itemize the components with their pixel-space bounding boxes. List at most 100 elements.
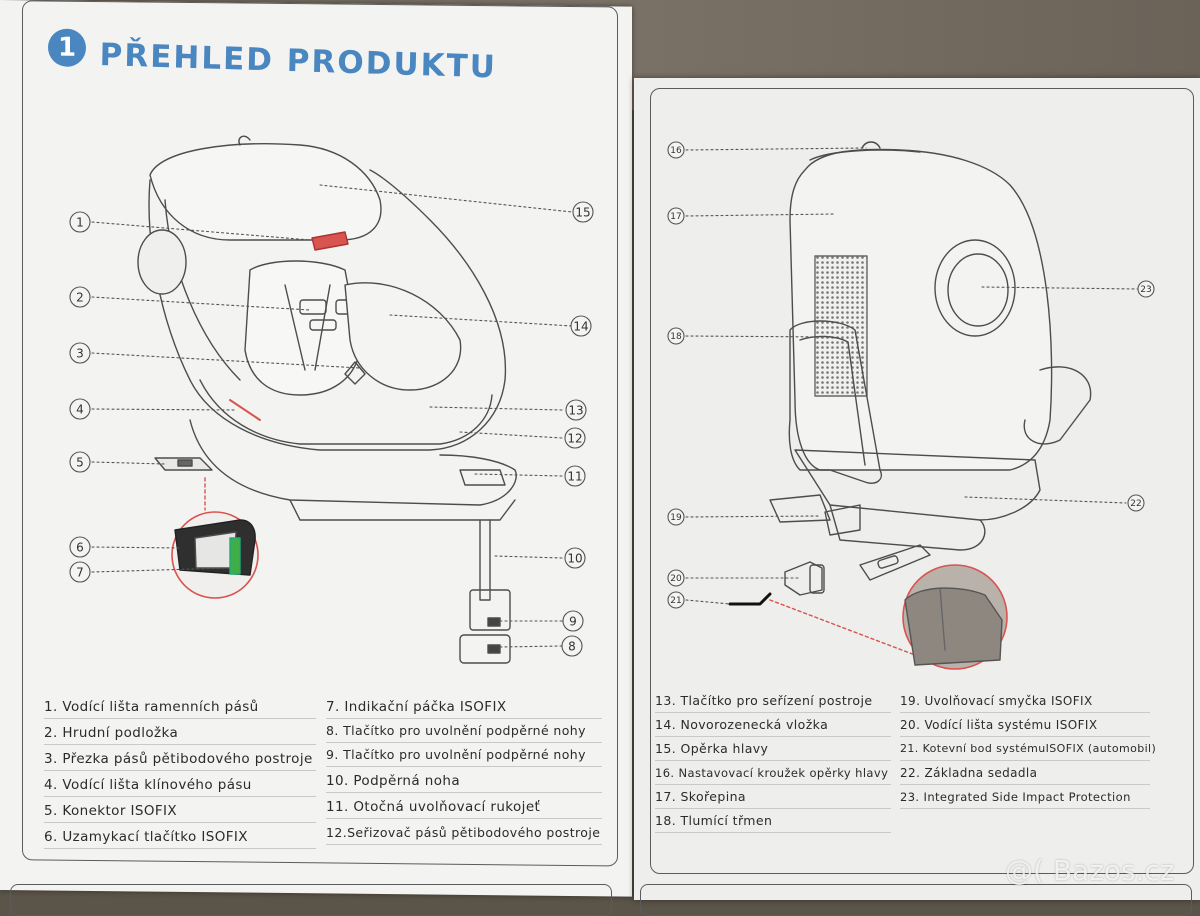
callout-7: 7: [69, 561, 91, 583]
legend-item: 19. Uvolňovací smyčka ISOFIX: [900, 690, 1150, 713]
callout-label: 4: [76, 402, 84, 416]
callout-circle: [570, 315, 592, 337]
legend-item: 23. Integrated Side Impact Protection: [900, 786, 1150, 809]
callout-label: 21: [670, 596, 681, 606]
callout-circle: [667, 141, 685, 159]
legend-item: 13. Tlačítko pro seřízení postroje: [655, 690, 891, 713]
callout-circle: [667, 327, 685, 345]
callout-circle: [667, 569, 685, 587]
legend-item: 16. Nastavovací kroužek opěrky hlavy: [655, 762, 891, 785]
callout-label: 5: [76, 455, 84, 469]
callout-12: 12: [564, 427, 586, 449]
right-leader-lines: [685, 147, 1138, 605]
callout-label: 6: [76, 540, 84, 554]
legend-item: 20. Vodící lišta systému ISOFIX: [900, 714, 1150, 737]
callout-circle: [69, 561, 91, 583]
callout-5: 5: [69, 451, 91, 473]
callout-label: 1: [76, 215, 84, 229]
callout-label: 19: [670, 513, 682, 523]
legend-item: 21. Kotevní bod systémuISOFIX (automobil…: [900, 738, 1156, 761]
callout-9: 9: [562, 610, 584, 632]
callout-2: 2: [69, 286, 91, 308]
callout-label: 12: [567, 431, 582, 445]
callout-circle: [69, 451, 91, 473]
callout-16: 16: [667, 141, 685, 159]
callout-circle: [572, 201, 594, 223]
legend-item: 8. Tlačítko pro uvolnění podpěrné nohy: [326, 720, 602, 743]
callout-4: 4: [69, 398, 91, 420]
callout-10: 10: [564, 547, 586, 569]
callout-label: 7: [76, 565, 84, 579]
legend-item: 11. Otočná uvolňovací rukojeť: [326, 796, 602, 819]
car-seat-front-drawing: [137, 135, 517, 664]
callout-circle: [562, 610, 584, 632]
callout-15: 15: [572, 201, 594, 223]
callout-17: 17: [667, 207, 685, 225]
callout-label: 10: [567, 551, 582, 565]
callout-circle: [667, 207, 685, 225]
legend-item: 2. Hrudní podložka: [44, 722, 316, 745]
watermark-logo: @( Bazos.cz: [1005, 854, 1175, 887]
callout-circle: [69, 398, 91, 420]
callout-label: 8: [568, 639, 576, 653]
legend-item: 7. Indikační páčka ISOFIX: [326, 696, 602, 719]
callout-label: 3: [76, 346, 84, 360]
legend-item: 15. Opěrka hlavy: [655, 738, 891, 761]
legend-item: 4. Vodící lišta klínového pásu: [44, 774, 316, 797]
callout-21: 21: [667, 591, 685, 609]
callout-label: 14: [573, 319, 588, 333]
callout-label: 20: [670, 574, 682, 584]
callout-label: 18: [670, 332, 682, 342]
callout-18: 18: [667, 327, 685, 345]
callout-circle: [565, 399, 587, 421]
callout-circle: [1127, 494, 1145, 512]
callout-23: 23: [1137, 280, 1155, 298]
callout-circle: [667, 591, 685, 609]
car-seat-rear-drawing: [728, 141, 1092, 606]
callout-circle: [667, 508, 685, 526]
callout-20: 20: [667, 569, 685, 587]
callout-circle: [69, 342, 91, 364]
callout-circle: [69, 536, 91, 558]
legend-item: 22. Základna sedadla: [900, 762, 1150, 785]
callout-3: 3: [69, 342, 91, 364]
legend-item: 6. Uzamykací tlačítko ISOFIX: [44, 826, 316, 849]
callout-1: 1: [69, 211, 91, 233]
callout-8: 8: [561, 635, 583, 657]
callout-11: 11: [564, 465, 586, 487]
callout-circle: [564, 427, 586, 449]
callout-label: 17: [670, 212, 681, 222]
callout-circle: [69, 286, 91, 308]
legend-item: 9. Tlačítko pro uvolnění podpěrné nohy: [326, 744, 602, 767]
callout-circle: [69, 211, 91, 233]
callout-label: 11: [567, 469, 582, 483]
callout-label: 13: [568, 403, 583, 417]
callout-circle: [564, 547, 586, 569]
callout-label: 23: [1140, 285, 1151, 295]
callout-22: 22: [1127, 494, 1145, 512]
callout-19: 19: [667, 508, 685, 526]
callout-label: 2: [76, 290, 84, 304]
callout-circle: [564, 465, 586, 487]
callout-label: 9: [569, 614, 577, 628]
right-page-frame: [650, 88, 1194, 874]
legend-item: 14. Novorozenecká vložka: [655, 714, 891, 737]
legend-item: 10. Podpěrná noha: [326, 770, 602, 793]
callout-14: 14: [570, 315, 592, 337]
anchor-zoom-circle: [769, 564, 1008, 670]
legend-item: 1. Vodící lišta ramenních pásů: [44, 696, 316, 719]
callout-circle: [1137, 280, 1155, 298]
legend-item: 17. Skořepina: [655, 786, 891, 809]
legend-item: 12.Seřizovač pásů pětibodového postroje: [326, 822, 602, 845]
left-leader-lines: [91, 184, 573, 648]
callout-13: 13: [565, 399, 587, 421]
callout-label: 15: [575, 205, 590, 219]
callout-label: 16: [670, 146, 682, 156]
legend-item: 5. Konektor ISOFIX: [44, 800, 316, 823]
callout-circle: [561, 635, 583, 657]
legend-item: 18. Tlumící třmen: [655, 810, 891, 833]
callout-label: 22: [1130, 499, 1141, 509]
isofix-zoom-circle: [171, 477, 259, 599]
